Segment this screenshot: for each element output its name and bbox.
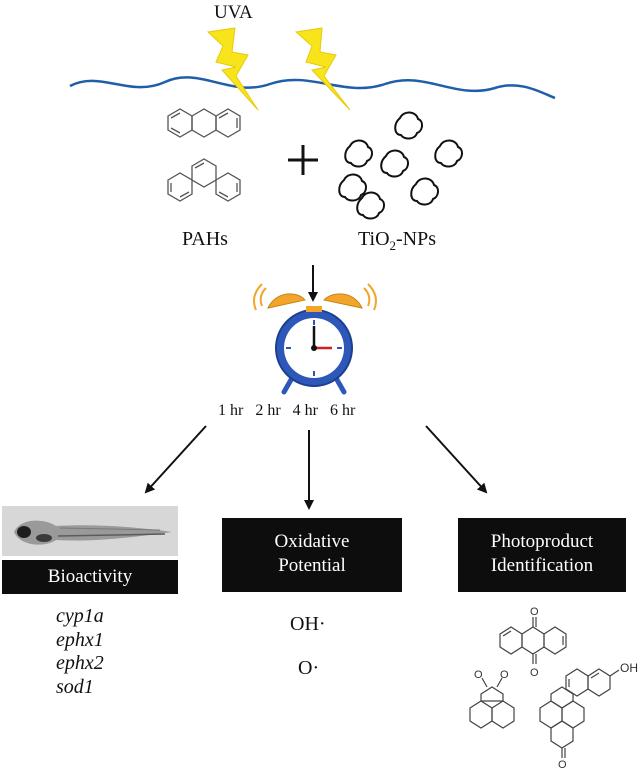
photoproduct-box: Photoproduct Identification	[458, 518, 626, 592]
phenanthrenequinone-structure-icon	[469, 677, 515, 729]
tio2-prefix: TiO	[358, 228, 390, 250]
svg-text:O: O	[530, 606, 539, 618]
phenanthrene-structure-icon	[167, 158, 241, 202]
uva-label: UVA	[214, 2, 253, 23]
oxidative-title-line1: Oxidative	[274, 531, 350, 552]
svg-text:O: O	[474, 669, 483, 681]
pahs-label: PAHs	[182, 228, 228, 250]
gene-ephx1: ephx1	[56, 629, 104, 651]
lightning-bolt-right-icon	[294, 27, 351, 111]
svg-text:O: O	[558, 759, 567, 769]
svg-text:O: O	[530, 667, 539, 679]
tio2-subscript: 2	[389, 238, 397, 253]
tio2-suffix: -NPs	[396, 228, 437, 250]
gene-sod1: sod1	[56, 676, 94, 698]
svg-text:O: O	[500, 669, 509, 681]
ros-hydroxyl: OH·	[290, 613, 326, 635]
oxidative-title-line2: Potential	[278, 555, 346, 576]
water-surface-line	[69, 76, 556, 100]
timepoint-4: 6 hr	[329, 402, 356, 419]
tio2-nps-label: TiO2-NPs	[358, 228, 436, 254]
photoproduct-title-line2: Identification	[490, 555, 594, 576]
hydroxyl-label: OH	[620, 661, 638, 675]
nanoparticles-icon	[338, 111, 463, 220]
photoproduct-title-line1: Photoproduct	[490, 531, 594, 552]
lightning-bolt-left-icon	[206, 27, 259, 111]
arrow-to-bioactivity	[144, 425, 207, 494]
timepoint-3: 4 hr	[292, 402, 318, 419]
anthraquinone-structure-icon	[499, 617, 567, 664]
gene-cyp1a: cyp1a	[56, 605, 104, 627]
oxidative-potential-box: Oxidative Potential	[222, 518, 402, 592]
alarm-clock-icon	[253, 283, 377, 395]
anthracene-structure-icon	[167, 108, 241, 138]
bioactivity-title: Bioactivity	[47, 566, 133, 587]
benzanthrone-structure-icon	[539, 686, 585, 758]
timepoints-row: 1 hr 2 hr 4 hr 6 hr	[218, 402, 355, 420]
gene-ephx2: ephx2	[56, 652, 104, 674]
arrow-to-photoproduct	[425, 425, 488, 494]
naphthol-structure-icon	[565, 668, 620, 697]
timepoint-1: 1 hr	[218, 402, 244, 419]
bioactivity-box: Bioactivity	[2, 560, 178, 594]
ros-oxygen: O·	[298, 657, 320, 679]
plus-sign-icon	[288, 145, 318, 175]
timepoint-2: 2 hr	[255, 402, 281, 419]
zebrafish-larva-image	[2, 506, 178, 556]
